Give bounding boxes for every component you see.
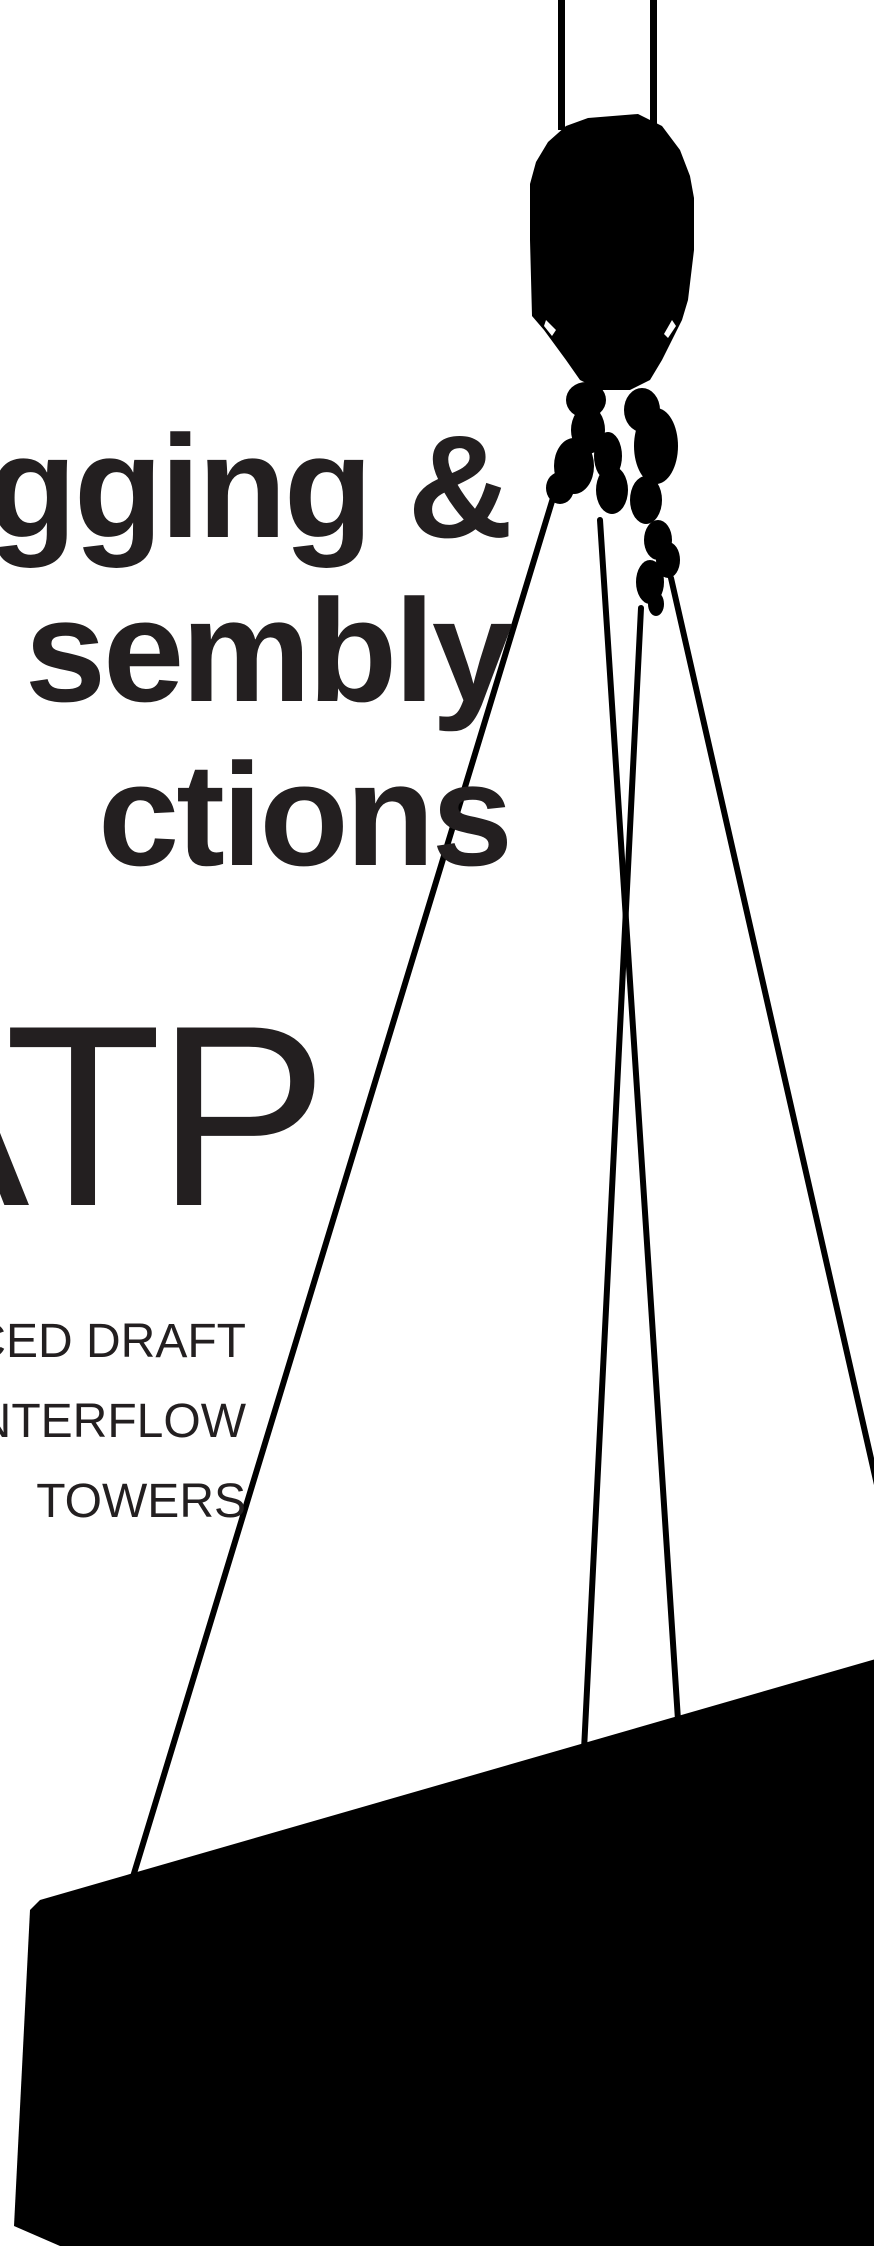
cover-title: gging & sembly ctions <box>0 405 513 897</box>
suspended-load-icon <box>14 1659 874 2246</box>
subtitle-line-3: TOWERS <box>36 1475 246 1528</box>
title-line-1: gging & <box>0 405 513 568</box>
title-line-3: ctions <box>98 733 513 896</box>
rigging-slings <box>129 495 874 1883</box>
title-line-2: sembly <box>24 569 513 732</box>
document-code-text: ATP <box>0 971 328 1260</box>
overhead-cables <box>558 0 657 130</box>
crane-hook-icon <box>530 114 694 616</box>
subtitle-line-1: CED DRAFT <box>0 1315 246 1368</box>
subtitle-line-2: NTERFLOW <box>0 1395 246 1448</box>
cover-subtitle: CED DRAFT NTERFLOW TOWERS <box>0 1302 246 1542</box>
document-code: ATP <box>0 971 328 1260</box>
